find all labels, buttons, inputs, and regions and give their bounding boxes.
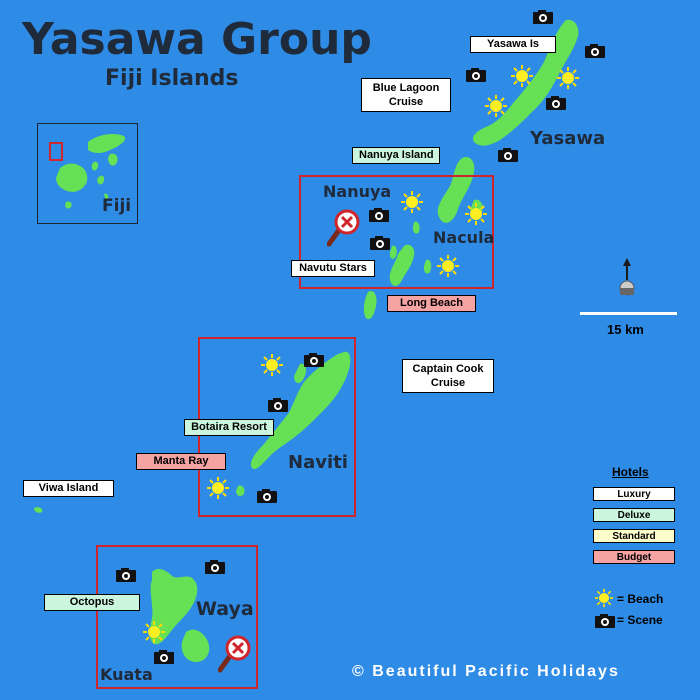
hotel-blue-lagoon-line2: Cruise	[388, 96, 424, 108]
hotel-blue-lagoon-cruise[interactable]: Blue Lagoon Cruise	[361, 78, 451, 112]
waya-kuata-region[interactable]	[96, 545, 258, 689]
sun-icon[interactable]	[464, 202, 488, 226]
hotel-captain-cook-cruise[interactable]: Captain Cook Cruise	[402, 359, 494, 393]
magnifier-icon[interactable]	[218, 634, 254, 674]
hotel-navutu-stars[interactable]: Navutu Stars	[291, 260, 375, 277]
hotel-viwa-island[interactable]: Viwa Island	[23, 480, 114, 497]
hotel-octopus[interactable]: Octopus	[44, 594, 140, 611]
legend-title: Hotels	[612, 465, 649, 479]
naviti-label: Naviti	[288, 452, 348, 473]
map-title: Yasawa Group	[22, 14, 372, 65]
legend-budget: Budget	[593, 550, 675, 564]
hotel-long-beach[interactable]: Long Beach	[387, 295, 476, 312]
camera-icon[interactable]	[546, 96, 566, 110]
camera-icon[interactable]	[304, 353, 324, 367]
camera-icon[interactable]	[498, 148, 518, 162]
camera-icon[interactable]	[585, 44, 605, 58]
north-arrow-icon	[619, 258, 635, 296]
camera-icon[interactable]	[205, 560, 225, 574]
camera-icon[interactable]	[257, 489, 277, 503]
legend-beach: = Beach	[617, 592, 664, 606]
sun-icon[interactable]	[436, 254, 460, 278]
magnifier-icon[interactable]	[327, 208, 363, 248]
nanuya-island-shape	[389, 244, 415, 286]
naviti-island-shape	[250, 351, 351, 470]
camera-icon[interactable]	[533, 10, 553, 24]
sun-icon[interactable]	[400, 190, 424, 214]
camera-icon[interactable]	[369, 208, 389, 222]
legend-scene: = Scene	[617, 613, 663, 627]
kuata-label: Kuata	[100, 665, 153, 684]
sun-icon[interactable]	[142, 620, 166, 644]
scale-label: 15 km	[607, 322, 644, 337]
camera-icon[interactable]	[466, 68, 486, 82]
inset-yasawa-marker	[49, 142, 63, 161]
camera-icon[interactable]	[370, 236, 390, 250]
camera-icon[interactable]	[116, 568, 136, 582]
copyright-text: © Beautiful Pacific Holidays	[352, 663, 620, 680]
camera-icon[interactable]	[154, 650, 174, 664]
hotel-manta-ray[interactable]: Manta Ray	[136, 453, 226, 470]
hotel-botaira-resort[interactable]: Botaira Resort	[184, 419, 274, 436]
sun-icon[interactable]	[260, 353, 284, 377]
nanuya-label: Nanuya	[323, 182, 392, 201]
camera-icon	[595, 614, 615, 628]
nacula-label: Nacula	[433, 228, 495, 247]
fiji-inset-land	[56, 134, 126, 209]
kuata-island-shape	[181, 629, 210, 662]
inset-fiji-label: Fiji	[102, 196, 132, 216]
scale-bar	[580, 312, 677, 315]
sun-icon[interactable]	[206, 476, 230, 500]
waya-label: Waya	[196, 598, 254, 620]
sun-icon[interactable]	[484, 94, 508, 118]
fiji-inset-map[interactable]: Fiji	[37, 123, 138, 224]
sun-icon[interactable]	[510, 64, 534, 88]
camera-icon[interactable]	[268, 398, 288, 412]
map-subtitle: Fiji Islands	[105, 66, 239, 91]
hotel-blue-lagoon-line1: Blue Lagoon	[372, 82, 440, 94]
hotel-captain-cook-line1: Captain Cook	[412, 363, 484, 375]
hotel-nanuya-island[interactable]: Nanuya Island	[352, 147, 440, 164]
nacula-island-shape	[437, 156, 475, 223]
nanuya-nacula-region[interactable]	[299, 175, 494, 289]
legend-luxury: Luxury	[593, 487, 675, 501]
hotel-yasawa-is[interactable]: Yasawa Is	[470, 36, 556, 53]
legend-standard: Standard	[593, 529, 675, 543]
hotel-captain-cook-line2: Cruise	[430, 377, 466, 389]
yasawa-label: Yasawa	[530, 128, 606, 149]
sun-icon	[594, 588, 614, 608]
sun-icon[interactable]	[556, 66, 580, 90]
legend-deluxe: Deluxe	[593, 508, 675, 522]
